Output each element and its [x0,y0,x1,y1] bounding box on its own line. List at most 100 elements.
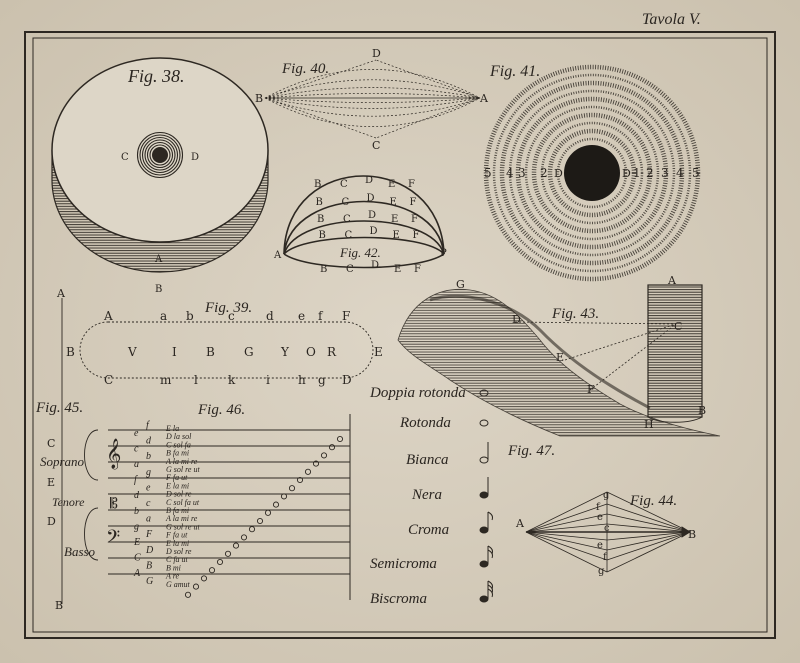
fig47-note-head [479,419,489,427]
fig46-staff [84,429,350,575]
fig44-point-f-top: f [596,502,601,513]
fig46-note-name: E la mi [165,539,189,548]
fig42-letter: D [367,193,375,204]
fig47-note-head [479,389,489,397]
fig46-note-name: C sol fa ut [166,498,200,507]
fig41-right-number: 3 [661,166,669,180]
fig43-point-e: E [556,351,564,364]
fig41-rings [483,64,701,282]
fig40-ray-lines [264,59,481,139]
fig47-note-head [479,560,489,568]
fig46-letter: E [133,537,140,548]
fig46-letter: c [146,498,151,509]
voice-tenore: Tenore [52,495,85,509]
fig46-note-name: F fa ut [165,473,188,482]
fig41-left-number: 3 [518,166,526,180]
treble-clef: 𝄞 [106,438,121,470]
fig46-note-name: D sol re [165,490,192,499]
fig42-letter: F [413,230,420,241]
fig46-note-head [224,550,232,557]
fig42-letter: C [340,179,348,190]
fig46-note-head [240,534,248,541]
fig39-side-letter: E [374,345,383,359]
fig42-letter: B [317,214,324,225]
fig41-left-number: 2 [540,166,548,180]
fig46-letter: f [134,475,138,486]
fig44-label: Fig. 44. [629,493,677,509]
fig41-right-number: 4 [676,166,684,180]
fig47-note-flag [487,588,493,598]
fig46-note-head [208,567,216,574]
outer-frame [24,31,776,639]
fig44-point-e-top: e [597,512,603,523]
fig46-note-head [296,476,304,484]
fig41-point-d-right: D [622,167,631,180]
fig46-note-name: C sol fa [166,440,191,449]
fig39-bottom-letter: i [266,373,270,387]
fig46-letter: g [134,521,139,532]
fig44-point-c: c [604,523,610,534]
fig38-disc [51,57,269,273]
fig46-note-head [328,444,336,451]
fig39-bottom-letter: k [228,373,236,387]
fig39-label: Fig. 39. [204,300,252,316]
fig46-note-head [288,485,296,492]
fig46-note-name: A la mi re [165,457,198,466]
fig46-letter: A [133,568,141,579]
fig46-note-head [216,558,224,566]
fig43-point-h: H [644,418,654,431]
fig47-note-name: Biscroma [370,591,427,607]
fig39-spectrum [79,321,374,379]
fig42-letter: D [370,226,378,237]
fig43-point-f: F [587,383,595,396]
fig44-lens-lines [525,491,691,573]
fig39-color-letter: G [244,345,254,359]
fig39-color-letter: Y [280,345,290,359]
fig44-point-b: B [688,528,696,541]
bass-clef: 𝄢 [106,527,120,552]
fig45-mark-d: D [47,515,56,528]
fig46-note-head [336,435,344,443]
fig39-top-letter: d [266,309,274,323]
fig46-note-head [272,501,280,508]
fig41-right-number: 2 [646,166,654,180]
fig46-note-name: B fa mi [166,449,189,458]
fig39-top-letter: a [160,309,167,323]
fig40-label: Fig. 40. [281,61,329,77]
fig46-note-head [232,542,240,549]
fig44-point-f-bottom: f [603,552,608,563]
fig40-point-b: B [255,92,263,105]
fig46-note-name: C fa ut [166,555,189,564]
fig41-point-d-left: D [554,167,563,180]
fig43-point-d: D [512,313,521,326]
fig43-point-g: G [456,278,465,291]
fig47-note-flag [487,511,493,521]
fig46-note-name: G amut [166,580,191,589]
fig44-point-g-top: g [603,490,610,501]
fig46-letter: b [146,451,151,462]
fig47-note-head [479,595,489,603]
fig42-letter: D [371,260,379,271]
fig41-label: Fig. 41. [489,63,540,80]
fig47-note-flag [487,549,493,559]
fig39-top-letter: b [186,309,194,323]
fig46-note-name: A la mi re [165,514,198,523]
fig43-label: Fig. 43. [551,306,599,322]
fig46-letter: b [134,506,139,517]
c-clef: 𝄡 [110,496,118,512]
fig39-bottom-letter: D [342,373,352,387]
fig40-point-d: D [372,47,381,60]
fig42-letter: B [314,179,321,190]
fig46-note-head [280,493,288,500]
fig46-note-name: B fa mi [166,506,189,515]
fig46-letter: a [146,514,151,525]
fig42-letter: C [343,214,351,225]
fig46-letter: e [134,428,139,439]
fig46-letter: d [146,436,152,447]
fig42-letter: D [365,175,373,186]
fig46-letter: d [134,490,140,501]
fig46-label: Fig. 46. [197,402,245,418]
fig44-point-a: A [515,517,525,530]
fig46-note-head [312,460,320,467]
